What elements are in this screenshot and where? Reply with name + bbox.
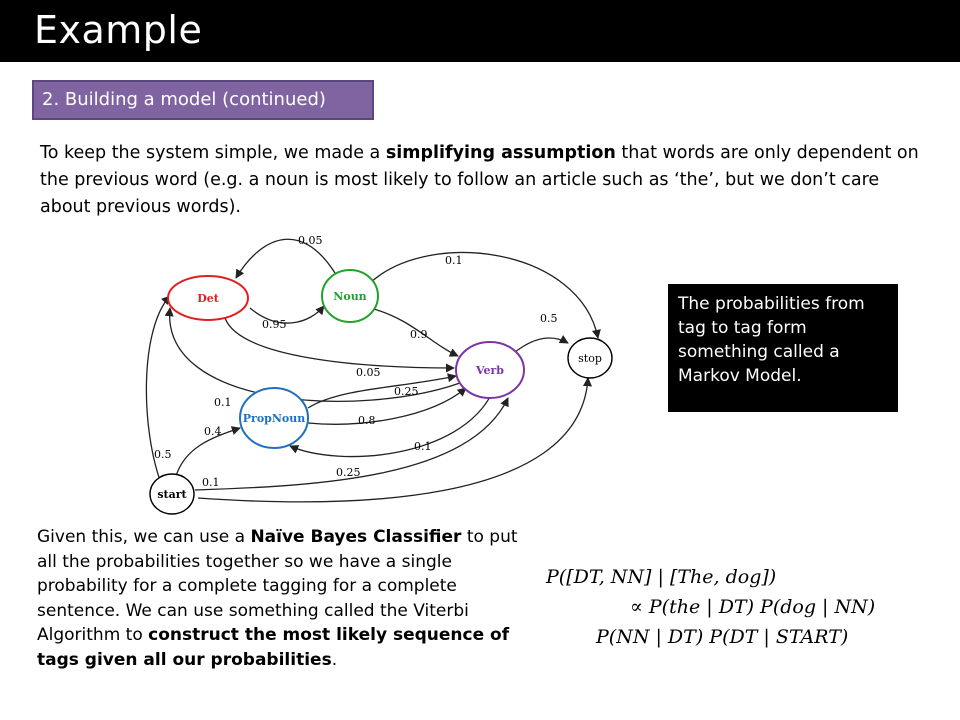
edge-noun-stop: [369, 251, 601, 339]
edge-verb-propnoun: [289, 392, 493, 458]
markov-model-callout: The probabilities from tag to tag form s…: [668, 284, 898, 412]
edge-det-noun: [249, 305, 325, 324]
formula-line-1: P([DT, NN] | [The, dog]): [546, 566, 777, 588]
edge-propnoun-verb-a: [307, 373, 457, 409]
intro-text-2: that words are only dependent on the pre…: [40, 143, 919, 217]
edge-label-det-noun: 0.95: [262, 318, 287, 331]
edge-label-propnoun-verb-a: 0.25: [394, 385, 419, 398]
edge-start-stop: [197, 377, 593, 503]
title-bar: [0, 0, 960, 62]
edge-label-verb-stop: 0.5: [540, 312, 558, 325]
intro-bold-1: simplifying assumption: [385, 143, 616, 163]
node-start: [149, 473, 195, 515]
edge-label-noun-det: 0.05: [298, 234, 323, 247]
bottom-text-3: .: [331, 649, 338, 670]
formula-line-2: ∝ P(the | DT) P(dog | NN): [630, 596, 876, 618]
intro-paragraph: To keep the system simple, we made a sim…: [40, 140, 920, 221]
bottom-text-1: Given this, we can use a: [37, 527, 251, 547]
edge-label-start-verb: 0.25: [336, 466, 361, 479]
node-det: [167, 275, 249, 321]
edge-label-start-propnoun: 0.4: [204, 425, 222, 438]
node-noun: [321, 269, 379, 323]
edge-label-verb-det: 0.1: [214, 396, 232, 409]
edge-start-det: [145, 295, 171, 487]
node-stop-label: stop: [578, 352, 602, 365]
node-propnoun-label: PropNoun: [243, 412, 305, 425]
edge-label-propnoun-verb-b: 0.8: [358, 414, 376, 427]
edge-propnoun-verb-b: [307, 387, 467, 425]
edge-label-noun-verb: 0.9: [410, 328, 428, 341]
edge-label-start-stop: 0.1: [202, 476, 220, 489]
edge-det-verb: [224, 317, 455, 373]
node-noun-label: Noun: [333, 290, 366, 303]
edge-label-start-det: 0.5: [154, 448, 172, 461]
edge-label-det-verb: 0.05: [356, 366, 381, 379]
markov-model-diagram: Det Noun Verb PropNoun stop start 0.05 0…: [145, 234, 613, 515]
bottom-paragraph: Given this, we can use a Naïve Bayes Cla…: [37, 525, 527, 672]
node-verb: [455, 341, 525, 399]
bottom-text-2: to put all the probabilities together so…: [37, 527, 518, 645]
node-start-label: start: [157, 488, 187, 501]
edge-noun-verb: [369, 307, 459, 357]
node-det-label: Det: [197, 292, 220, 305]
section-label: 2. Building a model (continued): [32, 80, 374, 120]
edge-start-verb: [194, 397, 509, 491]
edge-label-verb-propnoun: 0.1: [414, 440, 432, 453]
intro-text-1: To keep the system simple, we made a: [40, 143, 386, 163]
bottom-bold-2: construct the most likely sequence of ta…: [37, 625, 510, 670]
node-stop: [567, 337, 613, 379]
slide-title: Example: [34, 8, 203, 52]
edge-start-propnoun: [175, 426, 241, 477]
edge-label-noun-stop: 0.1: [445, 254, 463, 267]
title-bar-accent: [0, 0, 26, 62]
node-verb-label: Verb: [475, 364, 504, 377]
edge-noun-det: [235, 238, 336, 279]
node-propnoun: [239, 387, 309, 449]
formula-line-3: P(NN | DT) P(DT | START): [596, 626, 849, 648]
bottom-bold-1: Naïve Bayes Classifier: [250, 527, 462, 547]
